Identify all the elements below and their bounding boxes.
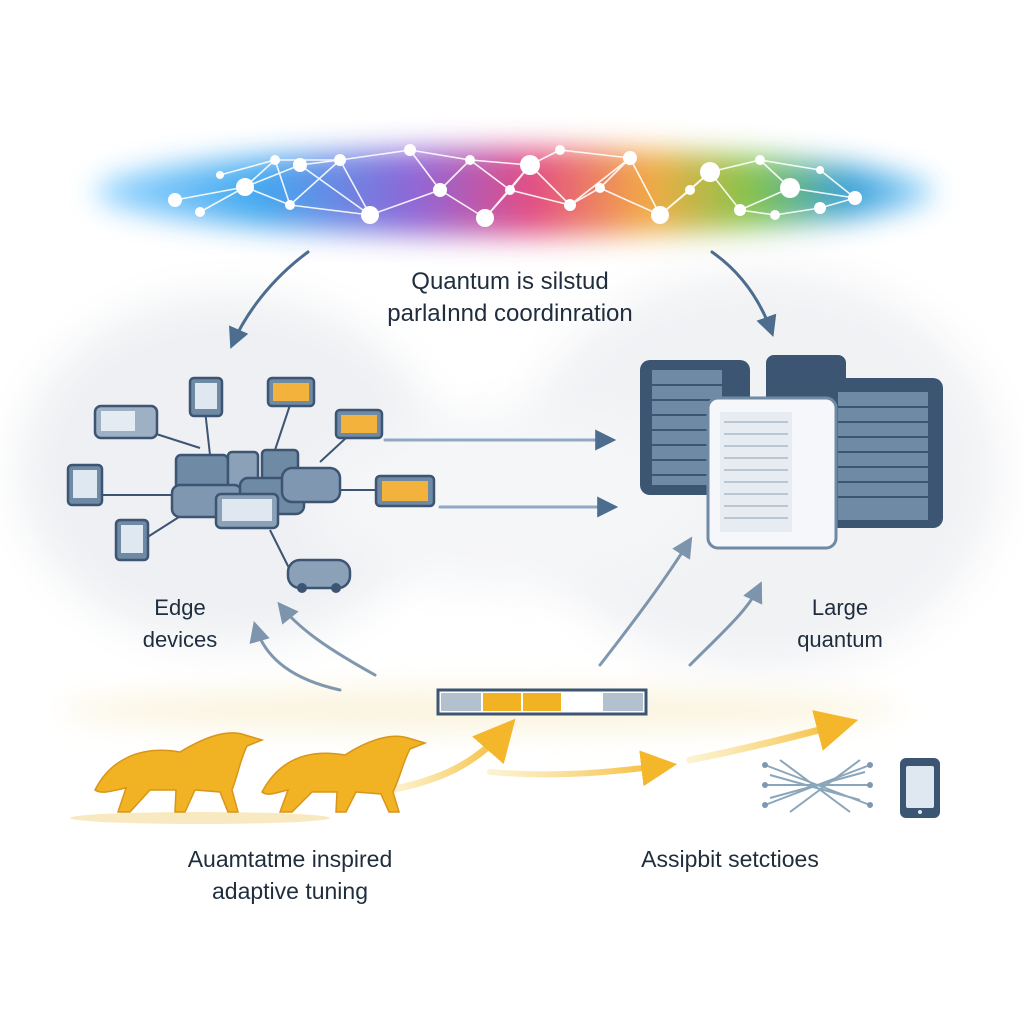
large-label-line2: quantum bbox=[797, 627, 883, 652]
edge-device-icon bbox=[66, 376, 436, 593]
adaptive-tuning-label: Auamtatme inspired adaptive tuning bbox=[150, 843, 430, 907]
assist-selections-label: Assipbit setctioes bbox=[641, 846, 819, 872]
cycle-arrows bbox=[229, 250, 777, 692]
adaptive-label-line1: Auamtatme inspired bbox=[187, 846, 393, 872]
server-rack-icon bbox=[640, 355, 943, 550]
tuning-bar-icon bbox=[436, 688, 648, 716]
edge-devices-label: Edge devices bbox=[110, 592, 250, 656]
mesh-network-icon bbox=[762, 759, 873, 813]
quantum-network-icon bbox=[95, 144, 935, 236]
quantum-title-line1: Quantum is silstud bbox=[411, 268, 609, 295]
large-label-line1: Large bbox=[811, 595, 869, 620]
edge-label-line1: Edge bbox=[154, 595, 206, 620]
large-quantum-label: Large quantum bbox=[760, 592, 920, 656]
tuning-arrows bbox=[386, 710, 859, 794]
adaptive-label-line2: adaptive tuning bbox=[211, 878, 368, 904]
quantum-title-line2: parlaInnd coordinration bbox=[387, 300, 633, 327]
edge-label-line2: devices bbox=[142, 627, 218, 652]
quantum-coordination-title: Quantum is silstud parlaInnd coordinrati… bbox=[300, 266, 720, 330]
bird-icon bbox=[70, 732, 428, 824]
smartphone-icon bbox=[900, 758, 940, 818]
